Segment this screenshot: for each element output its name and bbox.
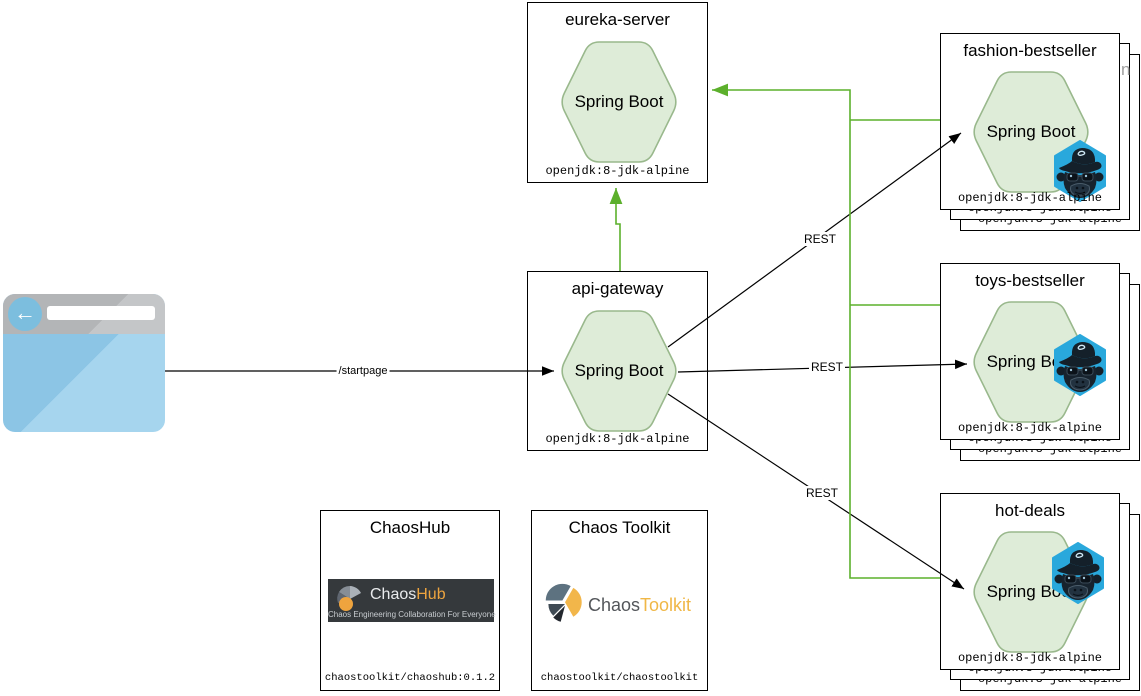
hidden-title-fragment: n <box>1121 60 1131 79</box>
chaos-monkey-icon <box>1051 140 1109 202</box>
edge-services-to-eureka <box>712 83 940 579</box>
chaostoolkit-logo-icon <box>545 583 582 622</box>
runtime-label: Spring Boot <box>574 92 664 111</box>
docker-image-label: openjdk:8-jdk-alpine <box>545 164 690 178</box>
node-chaos-toolkit: Chaos Toolkit ChaosToolkit chaostoolkit/… <box>531 510 708 691</box>
docker-image-label: chaostoolkit/chaoshub:0.1.2 <box>324 672 496 684</box>
runtime-label: Spring Boot <box>574 361 664 380</box>
node-title: eureka-server <box>565 10 670 29</box>
edge-label-rest-toys: REST <box>808 360 846 374</box>
node-toys-bestseller: toys-bestseller Spring Boot <box>940 263 1120 440</box>
docker-image-label: openjdk:8-jdk-alpine <box>957 191 1103 205</box>
node-title: ChaosHub <box>369 518 451 537</box>
wordmark-toolkit: Toolkit <box>640 595 692 615</box>
runtime-label: Spring Boot <box>986 122 1076 141</box>
back-arrow-icon: ← <box>8 297 42 331</box>
edge-label-rest-hotdeals: REST <box>803 486 841 500</box>
runtime-label: Spring Boot <box>986 352 1076 371</box>
spring-boot-hexagon: Spring Boot <box>560 310 678 432</box>
node-title: fashion-bestseller <box>963 41 1097 60</box>
wordmark-chaos: Chaos <box>588 595 641 615</box>
node-title: hot-deals <box>995 501 1065 520</box>
chaos-monkey-icon <box>1051 334 1109 396</box>
node-fashion-bestseller: fashion-bestseller Spring Boot <box>940 33 1120 210</box>
chaostoolkit-wordmark: ChaosToolkit <box>588 595 691 616</box>
docker-image-label: openjdk:8-jdk-alpine <box>957 651 1103 665</box>
address-bar <box>47 306 155 320</box>
chaoshub-tagline: Chaos Engineering Collaboration For Ever… <box>328 610 496 619</box>
wordmark-chaos: Chaos <box>370 586 417 603</box>
spring-boot-hexagon: Spring Boot <box>560 41 678 163</box>
node-eureka-server: eureka-server Spring Boot openjdk:8-jdk-… <box>527 2 708 183</box>
chaoshub-wordmark: ChaosHub <box>370 586 446 604</box>
docker-image-label: openjdk:8-jdk-alpine <box>957 421 1103 435</box>
docker-image-label: openjdk:8-jdk-alpine <box>545 432 690 446</box>
edge-label-rest-fashion: REST <box>801 232 839 246</box>
node-hot-deals: hot-deals Spring Boot <box>940 493 1120 670</box>
node-title: Chaos Toolkit <box>568 518 671 537</box>
node-title: api-gateway <box>571 279 664 298</box>
chaoshub-logo: ChaosHub Chaos Engineering Collaboration… <box>328 579 496 622</box>
node-chaoshub: ChaosHub ChaosHub Chaos Engineering Coll… <box>320 510 500 691</box>
browser-icon: ← <box>3 294 165 432</box>
edge-gateway-to-eureka <box>609 188 623 271</box>
edge-label-startpage: /startpage <box>336 365 390 377</box>
node-title: toys-bestseller <box>975 271 1085 290</box>
docker-image-label: chaostoolkit/chaostoolkit <box>540 672 699 684</box>
chaos-monkey-icon <box>1049 542 1107 604</box>
wordmark-hub: Hub <box>416 586 446 603</box>
chaoshub-logo-icon <box>337 585 361 611</box>
node-api-gateway: api-gateway Spring Boot openjdk:8-jdk-al… <box>527 271 708 451</box>
